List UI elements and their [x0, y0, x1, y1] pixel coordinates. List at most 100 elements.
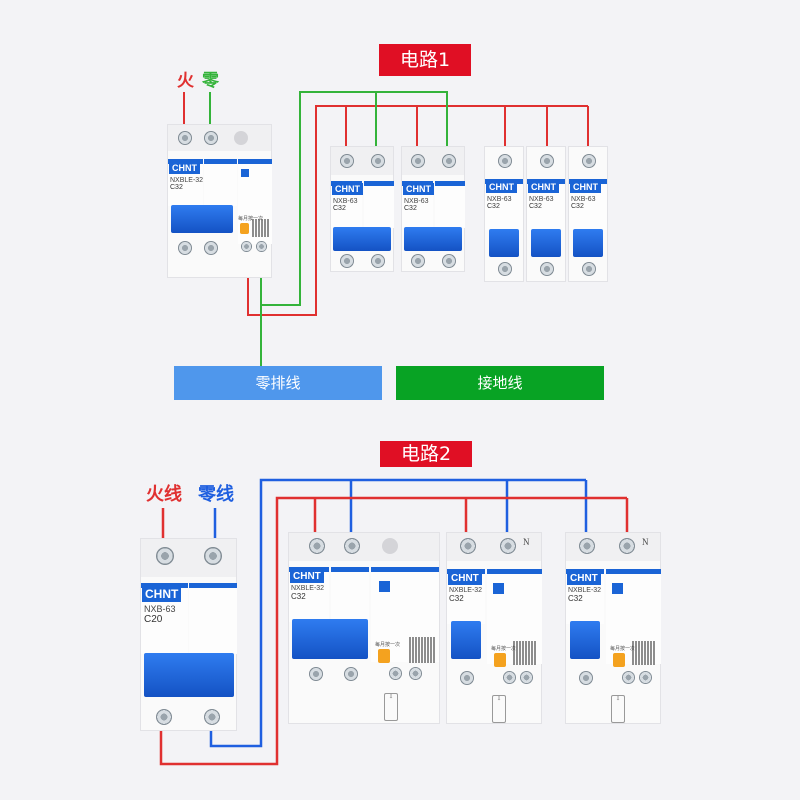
indicator-light [234, 131, 248, 145]
toggle-handle[interactable] [171, 205, 233, 233]
c1-live-label: 火 [177, 71, 194, 91]
pole-face [364, 181, 394, 228]
c1-neutral-label: 零 [202, 71, 219, 91]
model-label: NXBLE-32 [568, 587, 602, 594]
brand-logo: CHNT [486, 181, 517, 193]
rating-label: C32 [170, 184, 183, 191]
toggle-handle[interactable] [451, 621, 481, 659]
indicator-light [382, 538, 398, 554]
screw-icon [371, 254, 385, 268]
brand-logo: CHNT [169, 162, 200, 174]
screw-icon [178, 131, 192, 145]
brand-logo: CHNT [570, 181, 601, 193]
rcd-indicator [241, 169, 249, 177]
rating-label: C32 [333, 205, 346, 212]
ground-bar: 接地线 [396, 366, 604, 400]
brand-logo: CHNT [528, 181, 559, 193]
model-label: NXBLE-32 [170, 177, 204, 184]
screw-icon [460, 671, 474, 685]
screw-icon [256, 241, 267, 252]
c1-main-rcbo: CHNT NXBLE-32 C32 [167, 124, 272, 278]
test-button[interactable] [378, 649, 390, 663]
pole-face [331, 567, 369, 622]
neutral-terminal-mark: N [642, 537, 649, 547]
toggle-handle[interactable] [573, 229, 603, 257]
release-tab-icon: ⇩ [492, 695, 506, 723]
model-label: NXB-63 [404, 198, 429, 205]
screw-icon [503, 671, 516, 684]
screw-icon [582, 262, 596, 276]
pole-face [435, 181, 465, 228]
screw-icon [579, 538, 595, 554]
qr-code [632, 641, 656, 665]
brand-logo: CHNT [332, 183, 363, 195]
toggle-handle[interactable] [333, 227, 391, 251]
test-button[interactable] [240, 223, 249, 234]
rating-label: C32 [291, 592, 306, 601]
screw-icon [344, 667, 358, 681]
c2-rcbo-breaker: N CHNT NXBLE-32 C32 每月按一次 ⇩ [565, 532, 661, 724]
screw-icon [340, 254, 354, 268]
screw-icon [340, 154, 354, 168]
screw-icon [309, 667, 323, 681]
c1-live-bus-wire [247, 105, 588, 316]
screw-icon [540, 262, 554, 276]
c2-rcbo-breaker: N CHNT NXBLE-32 C32 每月按一次 ⇩ [446, 532, 542, 724]
screw-icon [204, 547, 222, 565]
rating-label: C32 [529, 203, 542, 210]
model-label: NXB-63 [487, 196, 512, 203]
toggle-handle[interactable] [531, 229, 561, 257]
model-label: NXB-63 [571, 196, 596, 203]
test-button[interactable] [494, 653, 506, 667]
screw-icon [442, 254, 456, 268]
brand-logo: CHNT [142, 586, 182, 602]
brand-logo: CHNT [403, 183, 434, 195]
screw-icon [498, 262, 512, 276]
release-tab-icon: ⇩ [384, 693, 398, 721]
test-button-label: 每月按一次 [375, 642, 401, 648]
c2-neutral-label: 零线 [198, 484, 234, 505]
rating-label: C32 [449, 594, 464, 603]
toggle-handle[interactable] [144, 653, 234, 697]
c2-live-label: 火线 [146, 484, 182, 505]
test-button[interactable] [613, 653, 625, 667]
screw-icon [619, 538, 635, 554]
brand-logo: CHNT [290, 570, 324, 583]
screw-icon [460, 538, 476, 554]
circuit2-neutral-wires [209, 478, 588, 748]
screw-icon [582, 154, 596, 168]
c1-branch-1p-breaker: CHNT NXB-63 C32 [568, 146, 608, 282]
rcd-indicator [612, 583, 623, 594]
screw-icon [389, 667, 402, 680]
screw-icon [309, 538, 325, 554]
neutral-bar: 零排线 [174, 366, 382, 400]
c1-branch-2p-breaker: CHNT NXB-63 C32 [401, 146, 465, 272]
c2-rcbo-breaker: CHNT NXBLE-32 C32 每月按一次 ⇩ [288, 532, 440, 724]
screw-icon [579, 671, 593, 685]
circuit2-title: 电路2 [380, 441, 472, 467]
toggle-handle[interactable] [570, 621, 600, 659]
screw-icon [344, 538, 360, 554]
model-label: NXB-63 [529, 196, 554, 203]
screw-icon [520, 671, 533, 684]
screw-icon [500, 538, 516, 554]
toggle-handle[interactable] [404, 227, 462, 251]
screw-icon [442, 154, 456, 168]
screw-icon [204, 709, 220, 725]
rating-label: C32 [571, 203, 584, 210]
release-tab-icon: ⇩ [611, 695, 625, 723]
c1-branch-1p-breaker: CHNT NXB-63 C32 [484, 146, 524, 282]
test-button-label: 每月按一次 [491, 646, 517, 652]
model-label: NXB-63 [144, 604, 176, 614]
screw-icon [156, 709, 172, 725]
circuit1-title: 电路1 [379, 44, 471, 76]
screw-icon [204, 131, 218, 145]
qr-code [513, 641, 537, 665]
toggle-handle[interactable] [489, 229, 519, 257]
rating-label: C32 [568, 594, 583, 603]
screw-icon [371, 154, 385, 168]
toggle-handle[interactable] [292, 619, 368, 659]
screw-icon [204, 241, 218, 255]
screw-icon [178, 241, 192, 255]
test-button-label: 每月按一次 [238, 216, 264, 222]
